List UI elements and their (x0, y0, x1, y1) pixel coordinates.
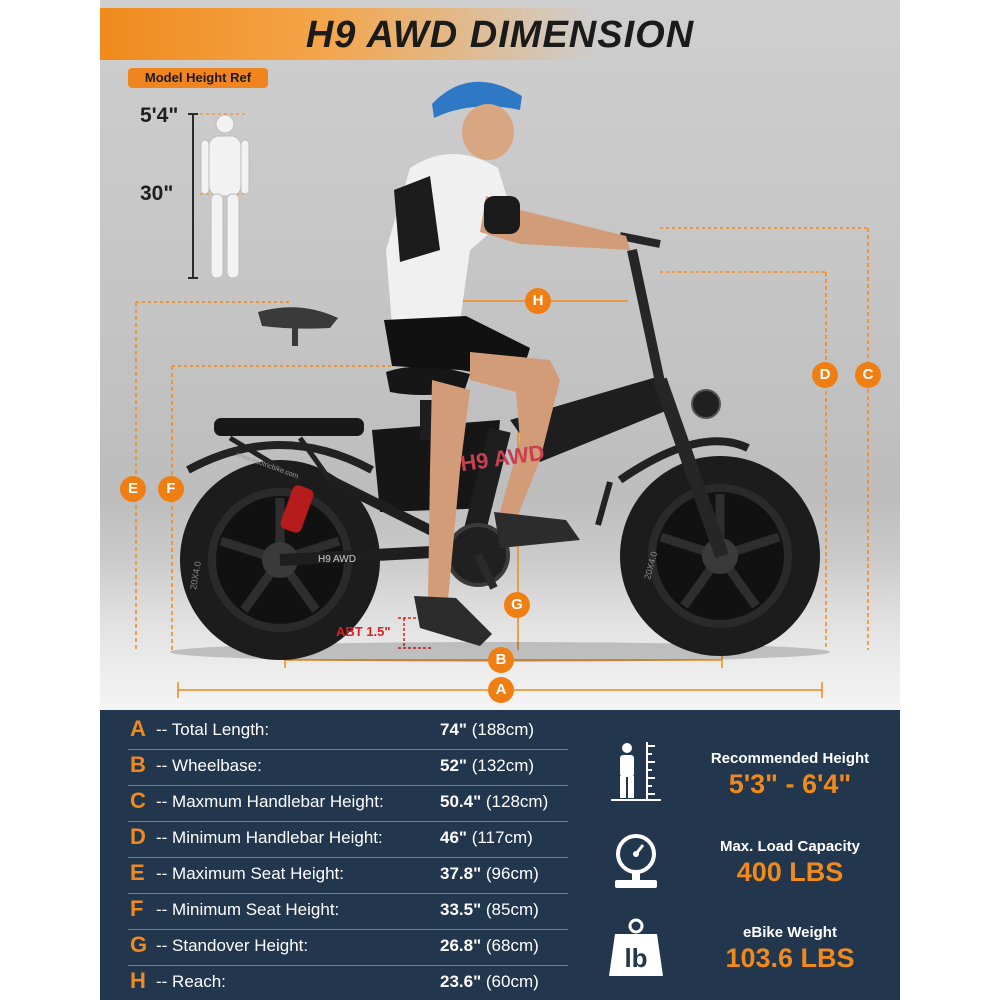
spec-divider (128, 857, 568, 858)
spec-letter: A (130, 716, 146, 741)
stat-label: eBike Weight (743, 924, 837, 941)
stat-max-load: Max. Load Capacity 400 LBS (690, 838, 890, 888)
dim-label-h: H (525, 288, 551, 314)
spec-label: -- Minimum Handlebar Height: (156, 828, 383, 847)
spec-row: D -- Minimum Handlebar Height: 46" (117c… (100, 822, 570, 858)
rear-tire-label: 20X4.0 (188, 561, 203, 591)
spec-letter: G (130, 932, 148, 957)
stat-value: 103.6 LBS (725, 943, 855, 973)
spec-label: -- Total Length: (156, 720, 270, 739)
dim-label-a: A (488, 677, 514, 703)
spec-divider (128, 749, 568, 750)
bike-illustration: H9 AWD H9 AWD www.ecotricbike.com 20X4.0… (135, 81, 869, 698)
spec-letter: C (130, 788, 146, 813)
spec-value: 37.8" (96cm) (440, 864, 539, 883)
dim-label-d: D (812, 362, 838, 388)
title-banner: H9 AWD DIMENSION (100, 8, 900, 60)
spec-row: H -- Reach: 23.6" (60cm) (100, 966, 570, 1000)
dim-label-b: B (488, 647, 514, 673)
dim-label-g: G (504, 592, 530, 618)
spec-letter: H (130, 968, 146, 993)
title-bar (100, 8, 900, 60)
spec-value: 26.8" (68cm) (440, 936, 539, 955)
person-height-icon (611, 742, 661, 801)
stat-value: 400 LBS (736, 857, 844, 887)
spec-label: -- Standover Height: (156, 936, 309, 955)
spec-panel: A -- Total Length: 74" (188cm) B -- Whee… (100, 710, 900, 1000)
stat-ebike-weight: eBike Weight 103.6 LBS (690, 924, 890, 974)
dim-label-e: E (120, 476, 146, 502)
spec-divider (128, 929, 568, 930)
stat-label: Recommended Height (710, 750, 870, 767)
model-full-height: 5'4" (140, 104, 179, 127)
spec-divider (128, 893, 568, 894)
stat-recommended-height: Recommended Height 5'3" - 6'4" (690, 750, 890, 800)
ground-clearance-label: ABT 1.5" (336, 624, 391, 639)
spec-label: -- Maximum Seat Height: (156, 864, 344, 883)
chainstay-label: H9 AWD (318, 554, 356, 565)
spec-letter: D (130, 824, 146, 849)
spec-row: F -- Minimum Seat Height: 33.5" (85cm) (100, 894, 570, 930)
spec-value: 46" (117cm) (440, 828, 533, 847)
spec-divider (128, 821, 568, 822)
spec-row: G -- Standover Height: 26.8" (68cm) (100, 930, 570, 966)
stat-value: 5'3" - 6'4" (728, 769, 852, 799)
spec-value: 74" (188cm) (440, 720, 535, 739)
max-seat-ghost (258, 307, 338, 346)
spec-label: -- Reach: (156, 972, 226, 991)
ground-clearance-marker (398, 617, 432, 649)
spec-row: B -- Wheelbase: 52" (132cm) (100, 750, 570, 786)
scale-icon (615, 834, 657, 888)
dim-label-f: F (158, 476, 184, 502)
spec-value: 52" (132cm) (440, 756, 535, 775)
spec-label: -- Minimum Seat Height: (156, 900, 340, 919)
model-inseam-height: 30" (140, 182, 174, 205)
spec-value: 50.4" (128cm) (440, 792, 549, 811)
mannequin-icon (200, 114, 250, 279)
svg-text:lb: lb (624, 943, 647, 973)
spec-value: 23.6" (60cm) (440, 972, 539, 991)
spec-letter: E (130, 860, 145, 885)
spec-letter: B (130, 752, 146, 777)
spec-label: -- Maxmum Handlebar Height: (156, 792, 384, 811)
dim-label-c: C (855, 362, 881, 388)
stat-label: Max. Load Capacity (719, 838, 861, 855)
spec-row: A -- Total Length: 74" (188cm) (100, 714, 570, 750)
rider-figure (384, 81, 630, 646)
spec-row: C -- Maxmum Handlebar Height: 50.4" (128… (100, 786, 570, 822)
weight-lb-icon: lb (609, 918, 663, 976)
page-title: H9 AWD DIMENSION (305, 14, 695, 56)
spec-divider (128, 965, 568, 966)
spec-label: -- Wheelbase: (156, 756, 262, 775)
model-height-ref-badge: Model Height Ref (128, 68, 268, 88)
spec-divider (128, 785, 568, 786)
spec-letter: F (130, 896, 144, 921)
spec-row: E -- Maximum Seat Height: 37.8" (96cm) (100, 858, 570, 894)
spec-value: 33.5" (85cm) (440, 900, 539, 919)
